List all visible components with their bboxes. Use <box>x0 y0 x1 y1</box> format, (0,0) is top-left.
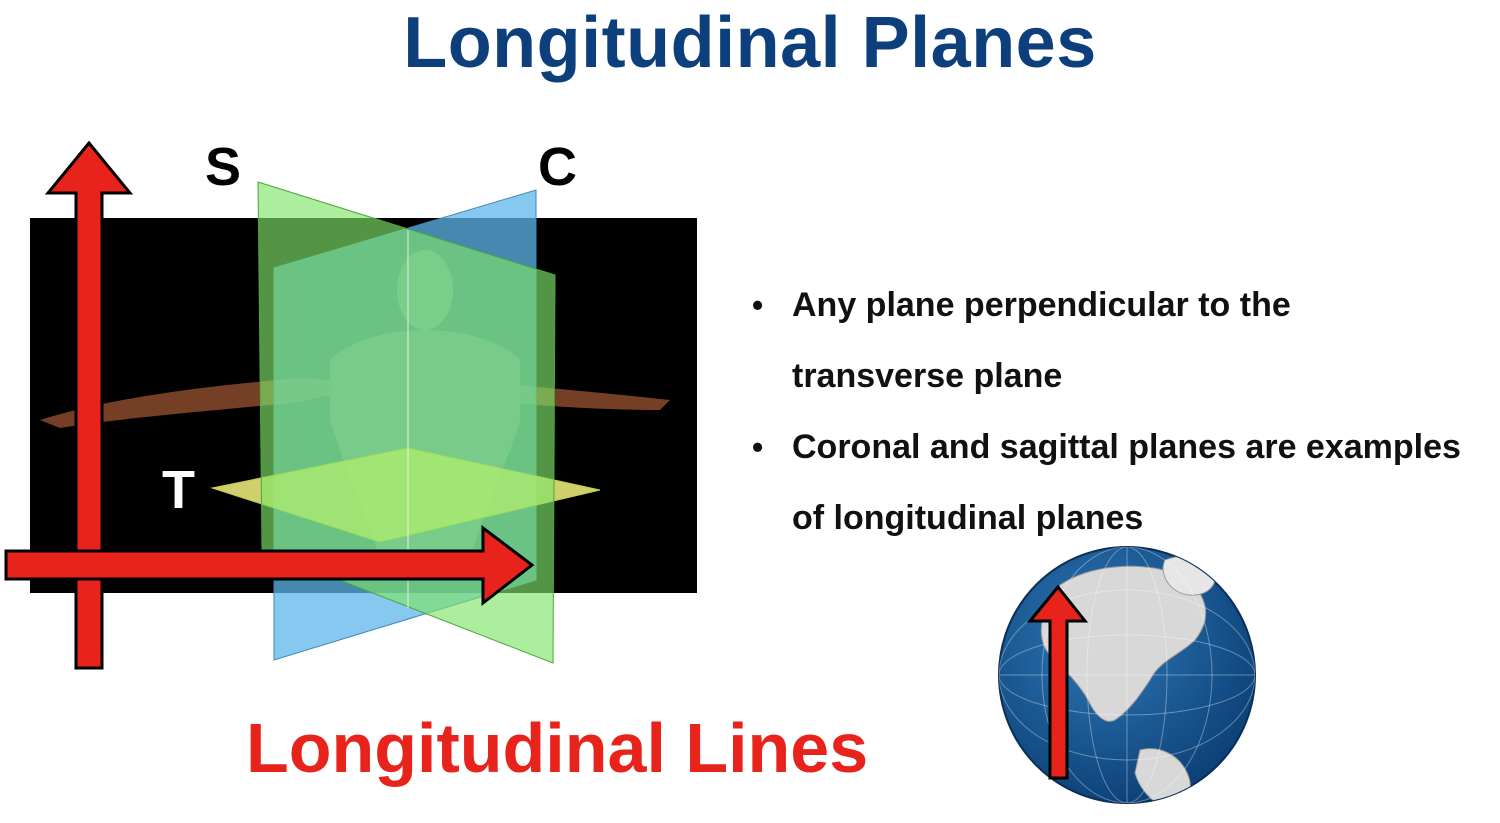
sagittal-plane <box>257 181 556 664</box>
globe-up-arrow-icon <box>1026 584 1089 780</box>
globe-icon <box>998 546 1256 804</box>
bullet-list: Any plane perpendicular to the transvers… <box>752 270 1472 554</box>
bullet-item: Coronal and sagittal planes are examples… <box>752 412 1472 554</box>
sagittal-label: S <box>205 137 241 197</box>
page-title: Longitudinal Planes <box>403 3 1097 83</box>
transverse-label: T <box>162 460 195 520</box>
anatomical-planes-diagram: S C T <box>4 137 697 670</box>
horizontal-arrow-icon <box>4 524 535 607</box>
vertical-arrow-icon <box>44 140 134 670</box>
coronal-label: C <box>538 137 577 197</box>
bullet-item: Any plane perpendicular to the transvers… <box>752 270 1472 412</box>
longitudinal-lines-label: Longitudinal Lines <box>246 709 869 787</box>
